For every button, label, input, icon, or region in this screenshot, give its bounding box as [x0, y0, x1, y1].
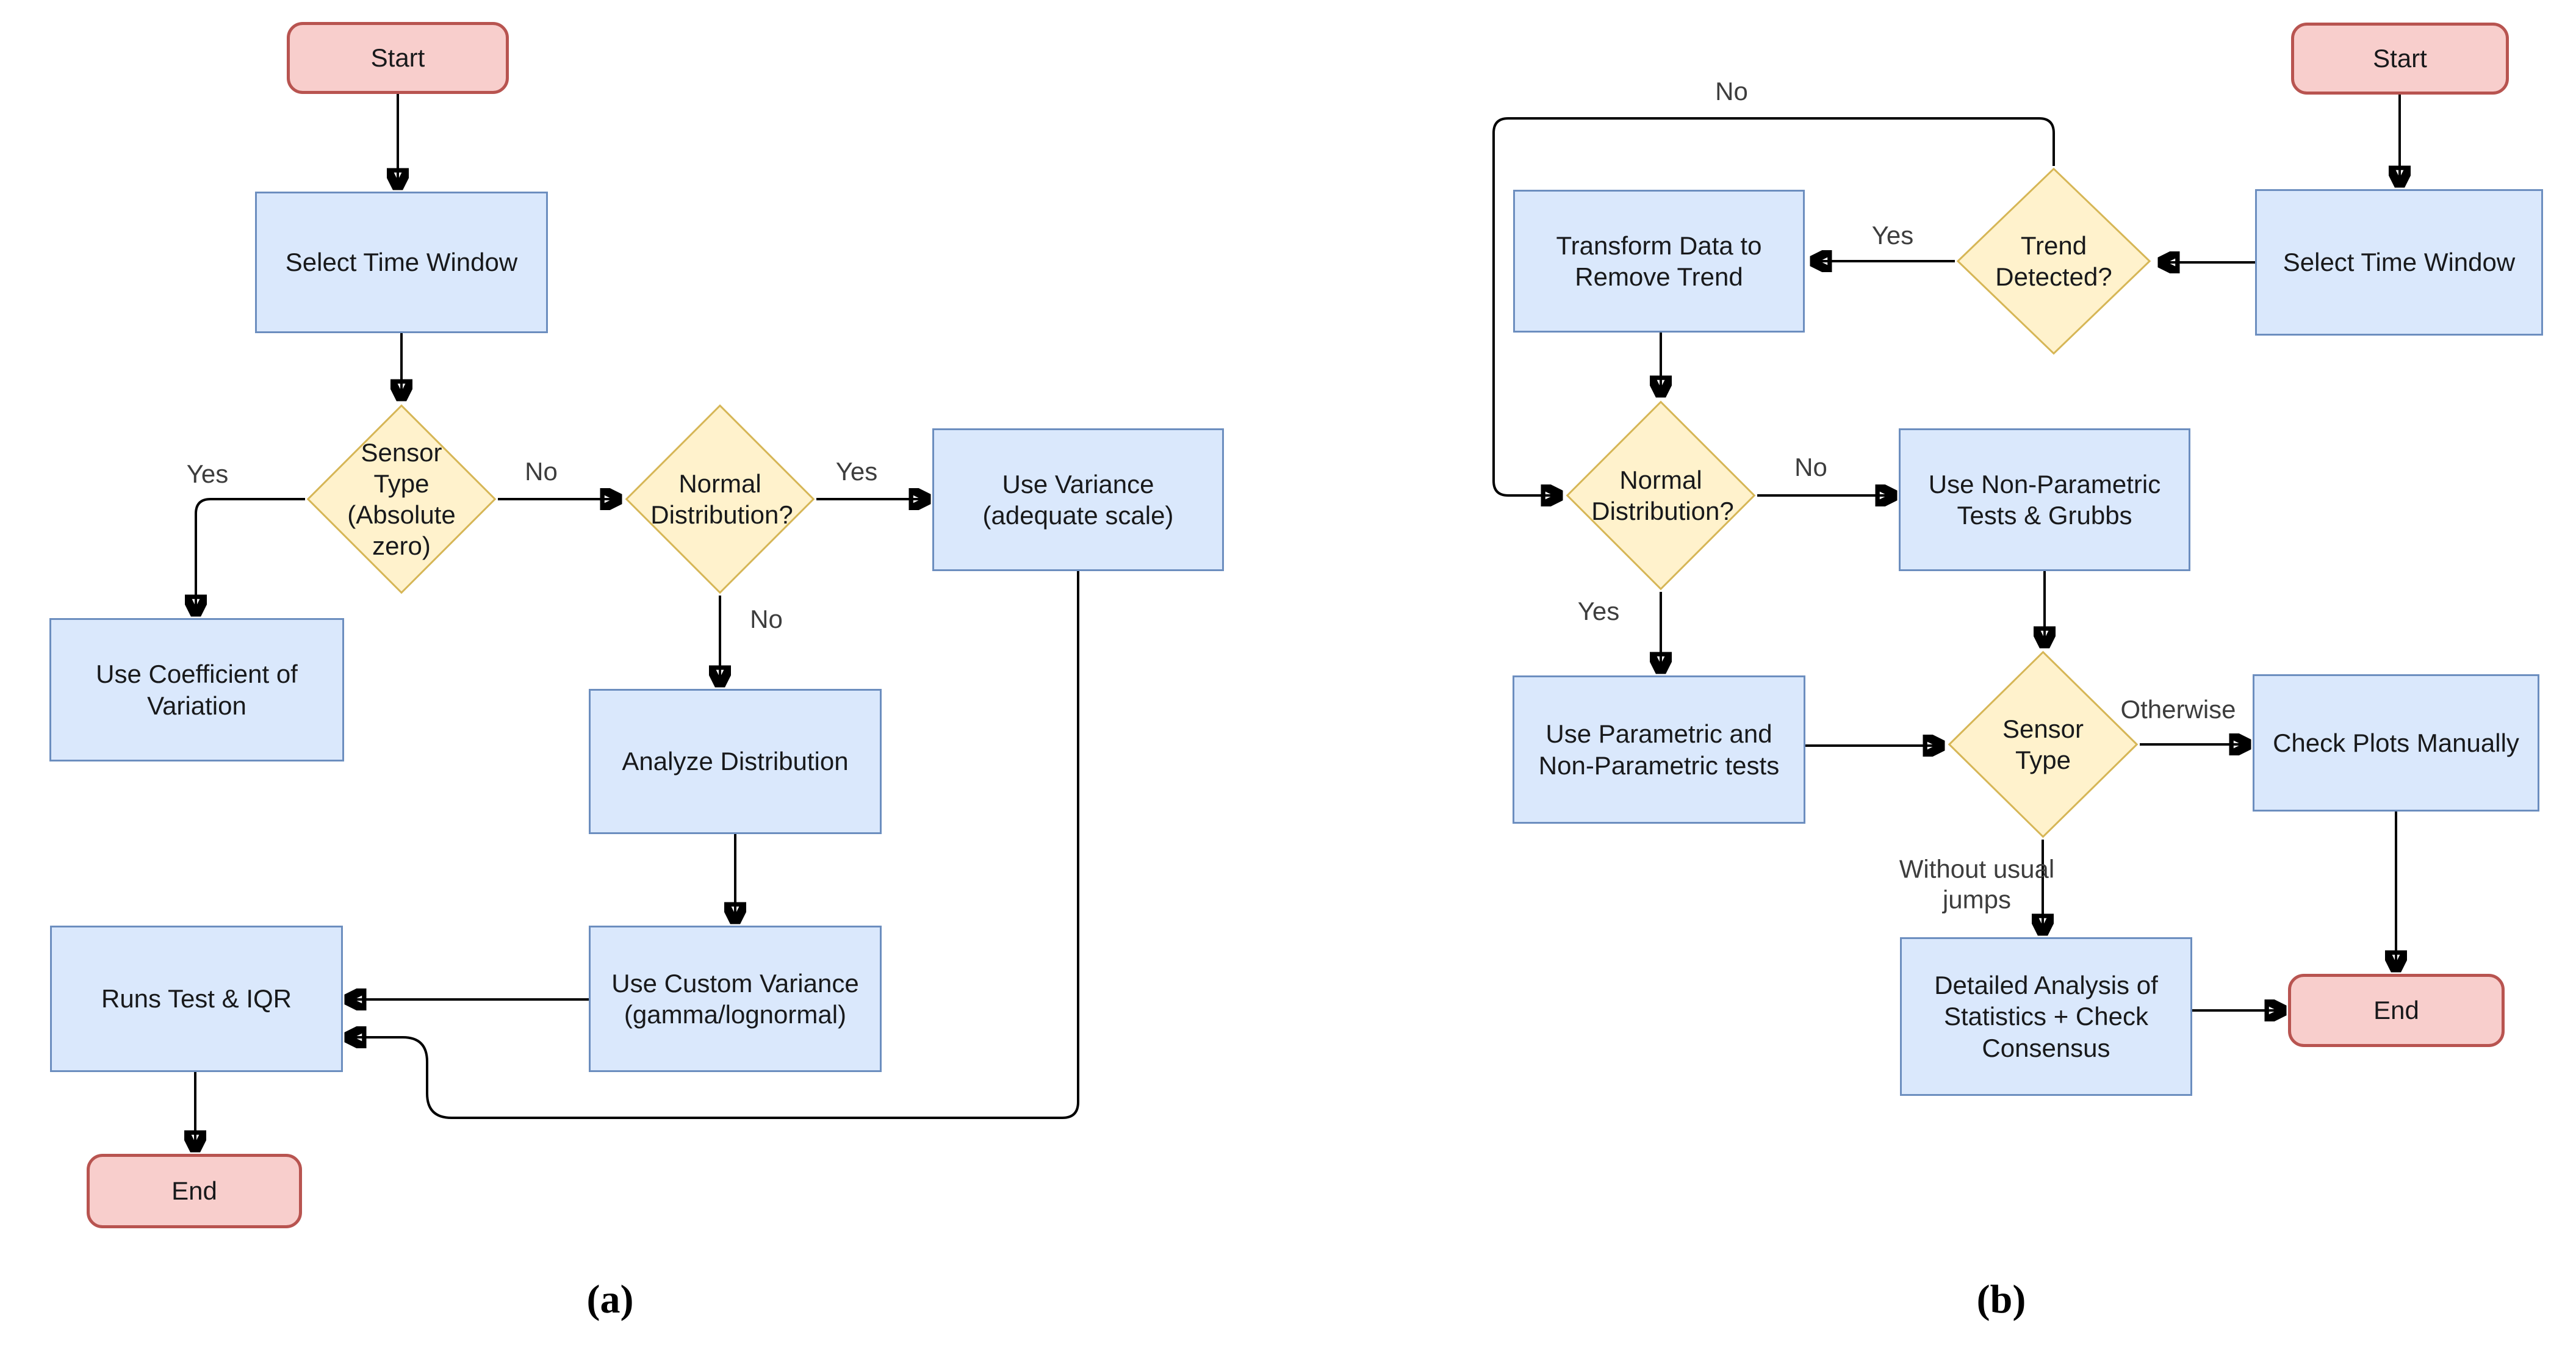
node-b-use-non-parametric: Use Non-Parametric Tests & Grubbs: [1899, 428, 2190, 571]
diamond-shape: [1564, 399, 1757, 592]
node-a-runs-test-label: Runs Test & IQR: [101, 984, 292, 1013]
diamond-shape: [305, 403, 498, 596]
node-a-select-time-window-label: Select Time Window: [285, 248, 518, 277]
node-b-check-plots-label: Check Plots Manually: [2273, 728, 2519, 757]
node-a-analyze-distribution-label: Analyze Distribution: [622, 747, 849, 776]
edge-label-a-normal-yes: Yes: [835, 456, 878, 486]
edge-label-b-normal-no: No: [1794, 452, 1827, 481]
edge-label-a-normal-no: No: [750, 604, 783, 633]
edge-label-b-normal-yes: Yes: [1577, 596, 1620, 625]
node-b-transform-data: Transform Data to Remove Trend: [1513, 190, 1805, 333]
node-a-normal-distribution-label: Normal Distribution?: [650, 469, 793, 529]
edge-label-b-otherwise: Otherwise: [2120, 694, 2236, 724]
edge-a-variance-to-runs-test: [347, 571, 1079, 1119]
node-a-use-coefficient-label: Use Coefficient of Variation: [96, 660, 298, 720]
node-b-use-parametric: Use Parametric and Non-Parametric tests: [1513, 675, 1805, 824]
node-a-select-time-window: Select Time Window: [255, 192, 548, 333]
node-b-trend-detected-decision: Trend Detected?: [1955, 166, 2153, 356]
node-b-check-plots: Check Plots Manually: [2253, 674, 2539, 812]
node-a-use-custom-variance-label: Use Custom Variance (gamma/lognormal): [611, 968, 859, 1029]
caption-a: (a): [586, 1277, 634, 1322]
node-b-transform-data-label: Transform Data to Remove Trend: [1556, 231, 1762, 291]
node-a-start-label: Start: [370, 43, 425, 73]
node-b-detailed-analysis-label: Detailed Analysis of Statistics + Check …: [1934, 971, 2158, 1062]
diamond-shape: [624, 403, 816, 596]
node-b-select-time-window-label: Select Time Window: [2283, 248, 2516, 277]
edge-label-b-trend-no: No: [1715, 76, 1748, 106]
node-a-use-variance-label: Use Variance (adequate scale): [982, 469, 1174, 530]
node-a-analyze-distribution: Analyze Distribution: [589, 689, 882, 834]
node-b-use-non-parametric-label: Use Non-Parametric Tests & Grubbs: [1928, 469, 2161, 530]
node-a-sensor-type-decision: Sensor Type (Absolute zero): [305, 403, 498, 596]
node-b-normal-distribution-decision: Normal Distribution?: [1564, 399, 1757, 592]
node-a-end-label: End: [171, 1176, 217, 1206]
node-b-sensor-type-decision: Sensor Type: [1946, 649, 2140, 840]
node-b-select-time-window: Select Time Window: [2255, 189, 2543, 336]
node-a-normal-distribution-decision: Normal Distribution?: [624, 403, 816, 596]
edge-a-sensor-yes-to-coefficient: [196, 498, 305, 614]
node-b-end: End: [2288, 974, 2505, 1047]
node-a-end: End: [87, 1154, 302, 1228]
node-a-use-coefficient: Use Coefficient of Variation: [49, 618, 344, 761]
edge-b-trend-no-loop-to-normal: [1492, 117, 2055, 495]
node-a-use-variance: Use Variance (adequate scale): [932, 428, 1224, 571]
node-a-use-custom-variance: Use Custom Variance (gamma/lognormal): [589, 926, 882, 1072]
diamond-shape: [1946, 649, 2140, 840]
node-b-end-label: End: [2373, 996, 2419, 1025]
node-b-detailed-analysis: Detailed Analysis of Statistics + Check …: [1900, 937, 2192, 1096]
node-b-sensor-type-label: Sensor Type: [2002, 714, 2084, 774]
edge-label-a-sensor-yes: Yes: [186, 459, 229, 488]
edge-label-a-sensor-no: No: [525, 456, 558, 486]
node-b-start-label: Start: [2373, 44, 2427, 73]
node-a-sensor-type-label: Sensor Type (Absolute zero): [347, 437, 456, 561]
node-a-runs-test: Runs Test & IQR: [50, 926, 343, 1072]
node-b-use-parametric-label: Use Parametric and Non-Parametric tests: [1538, 719, 1780, 780]
caption-b: (b): [1976, 1277, 2026, 1322]
node-b-start: Start: [2291, 23, 2509, 95]
node-b-normal-distribution-label: Normal Distribution?: [1591, 465, 1734, 525]
diamond-shape: [1955, 166, 2153, 356]
node-a-start: Start: [287, 22, 509, 94]
edge-label-b-without-jumps: Without usual jumps: [1899, 854, 2055, 914]
node-b-trend-detected-label: Trend Detected?: [1995, 231, 2112, 291]
edge-label-b-trend-yes: Yes: [1871, 220, 1914, 250]
